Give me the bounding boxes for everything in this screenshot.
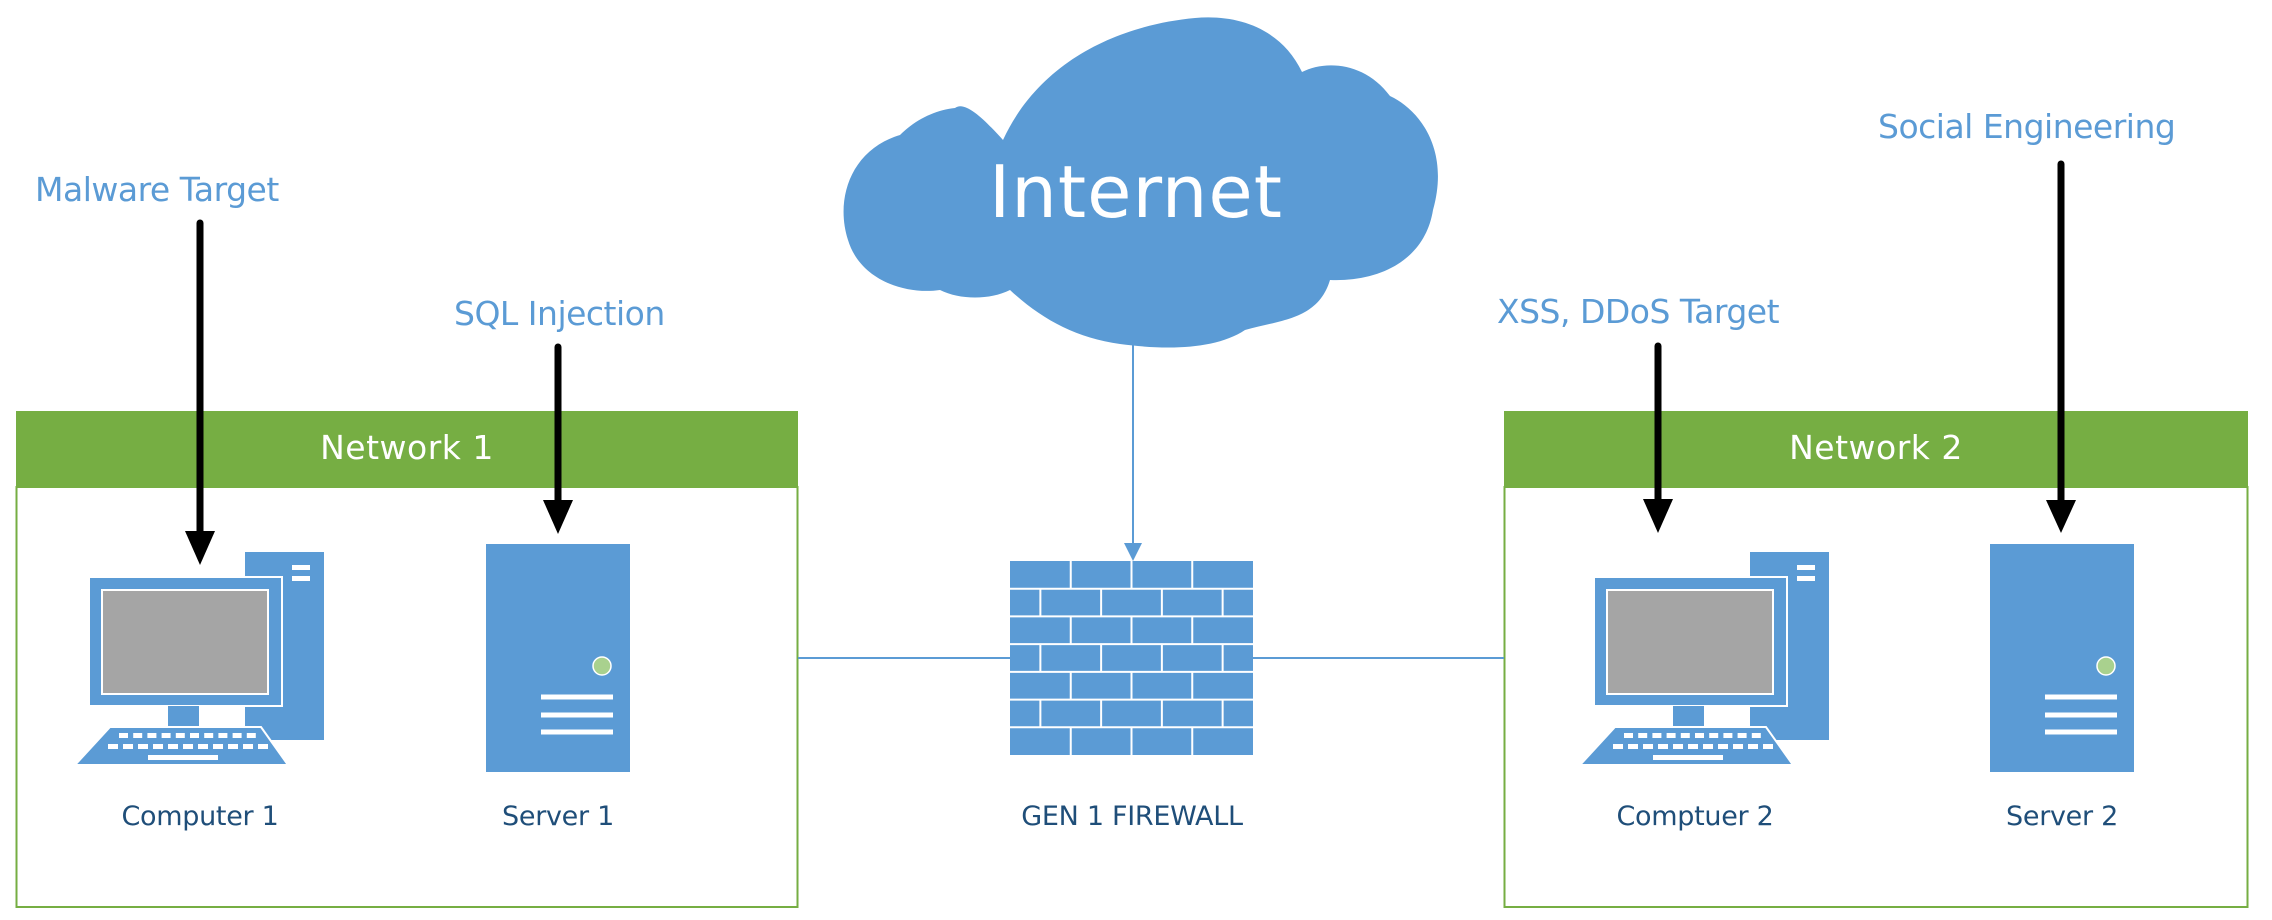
- keyboard-key: [1638, 733, 1648, 738]
- tower-slot: [292, 565, 310, 570]
- keyboard-key: [133, 733, 143, 738]
- keyboard-key: [161, 733, 171, 738]
- server-drive-bay: [541, 694, 613, 700]
- network-2-header: [1504, 411, 2248, 487]
- keyboard-key: [1628, 744, 1638, 749]
- keyboard-key: [123, 744, 133, 749]
- keyboard-spacebar: [148, 755, 218, 760]
- monitor-screen: [101, 589, 269, 695]
- arrow-head: [1643, 499, 1673, 533]
- keyboard-key: [1613, 744, 1623, 749]
- arrow-head: [185, 531, 215, 565]
- monitor-stand: [1673, 706, 1704, 727]
- keyboard-key: [1723, 733, 1733, 738]
- keyboard-key: [232, 733, 242, 738]
- attack-label-malware: Malware Target: [35, 170, 279, 209]
- server-status-led: [592, 656, 612, 676]
- tower-slot: [1797, 576, 1815, 581]
- server-body: [486, 544, 630, 772]
- arrow-head: [543, 500, 573, 534]
- keyboard-key: [168, 744, 178, 749]
- server-tower-icon: [1990, 544, 2134, 772]
- keyboard-key: [213, 744, 223, 749]
- keyboard-key: [1688, 744, 1698, 749]
- keyboard-key: [204, 733, 214, 738]
- keyboard-key: [1709, 733, 1719, 738]
- server-status-led: [2096, 656, 2116, 676]
- server-drive-bay: [2045, 729, 2117, 735]
- keyboard-key: [1680, 733, 1690, 738]
- server-drive-bay: [541, 729, 613, 735]
- keyboard-key: [147, 733, 157, 738]
- arrow-social-to-server-2: [2046, 160, 2076, 533]
- keyboard-key: [1748, 744, 1758, 749]
- arrow-malware-to-computer-1: [185, 219, 215, 565]
- keyboard-key: [183, 744, 193, 749]
- keyboard-spacebar: [1653, 755, 1723, 760]
- arrow-sql-to-server-1: [543, 343, 573, 534]
- keyboard-key: [119, 733, 128, 738]
- network-1-title: Network 1: [320, 428, 494, 467]
- keyboard-key: [1718, 744, 1728, 749]
- network-2-title: Network 2: [1789, 428, 1963, 467]
- cloud-icon: [843, 17, 1438, 348]
- keyboard-key: [1737, 733, 1747, 738]
- keyboard-key: [258, 744, 268, 749]
- keyboard-key: [1695, 733, 1704, 738]
- keyboard-key: [1733, 744, 1743, 749]
- device-label-computer-2: Comptuer 2: [1616, 801, 1774, 832]
- keyboard-key: [138, 744, 148, 749]
- device-label-server-1: Server 1: [502, 801, 614, 832]
- keyboard-key: [108, 744, 118, 749]
- keyboard-key: [175, 733, 185, 738]
- keyboard-key: [1666, 733, 1676, 738]
- attack-label-social-engineering: Social Engineering: [1878, 107, 2176, 146]
- server-drive-bay: [2045, 694, 2117, 700]
- keyboard-key: [1643, 744, 1653, 749]
- link-internet-firewall: [1124, 330, 1142, 561]
- brick-wall-icon: [1010, 561, 1253, 755]
- device-label-server-2: Server 2: [2006, 801, 2118, 832]
- firewall-label: GEN 1 FIREWALL: [1021, 801, 1243, 832]
- server-tower-icon: [486, 544, 630, 772]
- keyboard-key: [218, 733, 228, 738]
- keyboard-key: [1658, 744, 1668, 749]
- server-body: [1990, 544, 2134, 772]
- firewall-body: [1010, 561, 1253, 755]
- network-2-container: [1503, 411, 2249, 908]
- arrow-xss-to-computer-2: [1643, 342, 1673, 533]
- keyboard-key: [1652, 733, 1662, 738]
- device-label-computer-1: Computer 1: [121, 801, 279, 832]
- keyboard-key: [1751, 733, 1761, 738]
- keyboard-key: [228, 744, 238, 749]
- keyboard-key: [1703, 744, 1713, 749]
- server-drive-bay: [541, 712, 613, 718]
- tower-slot: [292, 576, 310, 581]
- network-1-container: [15, 411, 799, 908]
- desktop-computer-icon: [72, 552, 324, 766]
- server-drive-bay: [2045, 712, 2117, 718]
- keyboard-key: [190, 733, 199, 738]
- keyboard-key: [246, 733, 256, 738]
- tower-slot: [1797, 565, 1815, 570]
- monitor-screen: [1606, 589, 1774, 695]
- keyboard-key: [1673, 744, 1683, 749]
- attack-label-xss-ddos: XSS, DDoS Target: [1497, 292, 1780, 331]
- monitor-stand: [168, 706, 199, 727]
- cloud-label: Internet: [989, 150, 1283, 234]
- network-1-header: [16, 411, 798, 487]
- keyboard-key: [153, 744, 163, 749]
- desktop-computer-icon: [1577, 552, 1829, 766]
- keyboard-key: [1763, 744, 1773, 749]
- keyboard-key: [243, 744, 253, 749]
- keyboard-key: [198, 744, 208, 749]
- keyboard-key: [1624, 733, 1633, 738]
- attack-label-sql: SQL Injection: [454, 294, 665, 333]
- internet-link-arrowhead: [1124, 543, 1142, 561]
- arrow-head: [2046, 500, 2076, 533]
